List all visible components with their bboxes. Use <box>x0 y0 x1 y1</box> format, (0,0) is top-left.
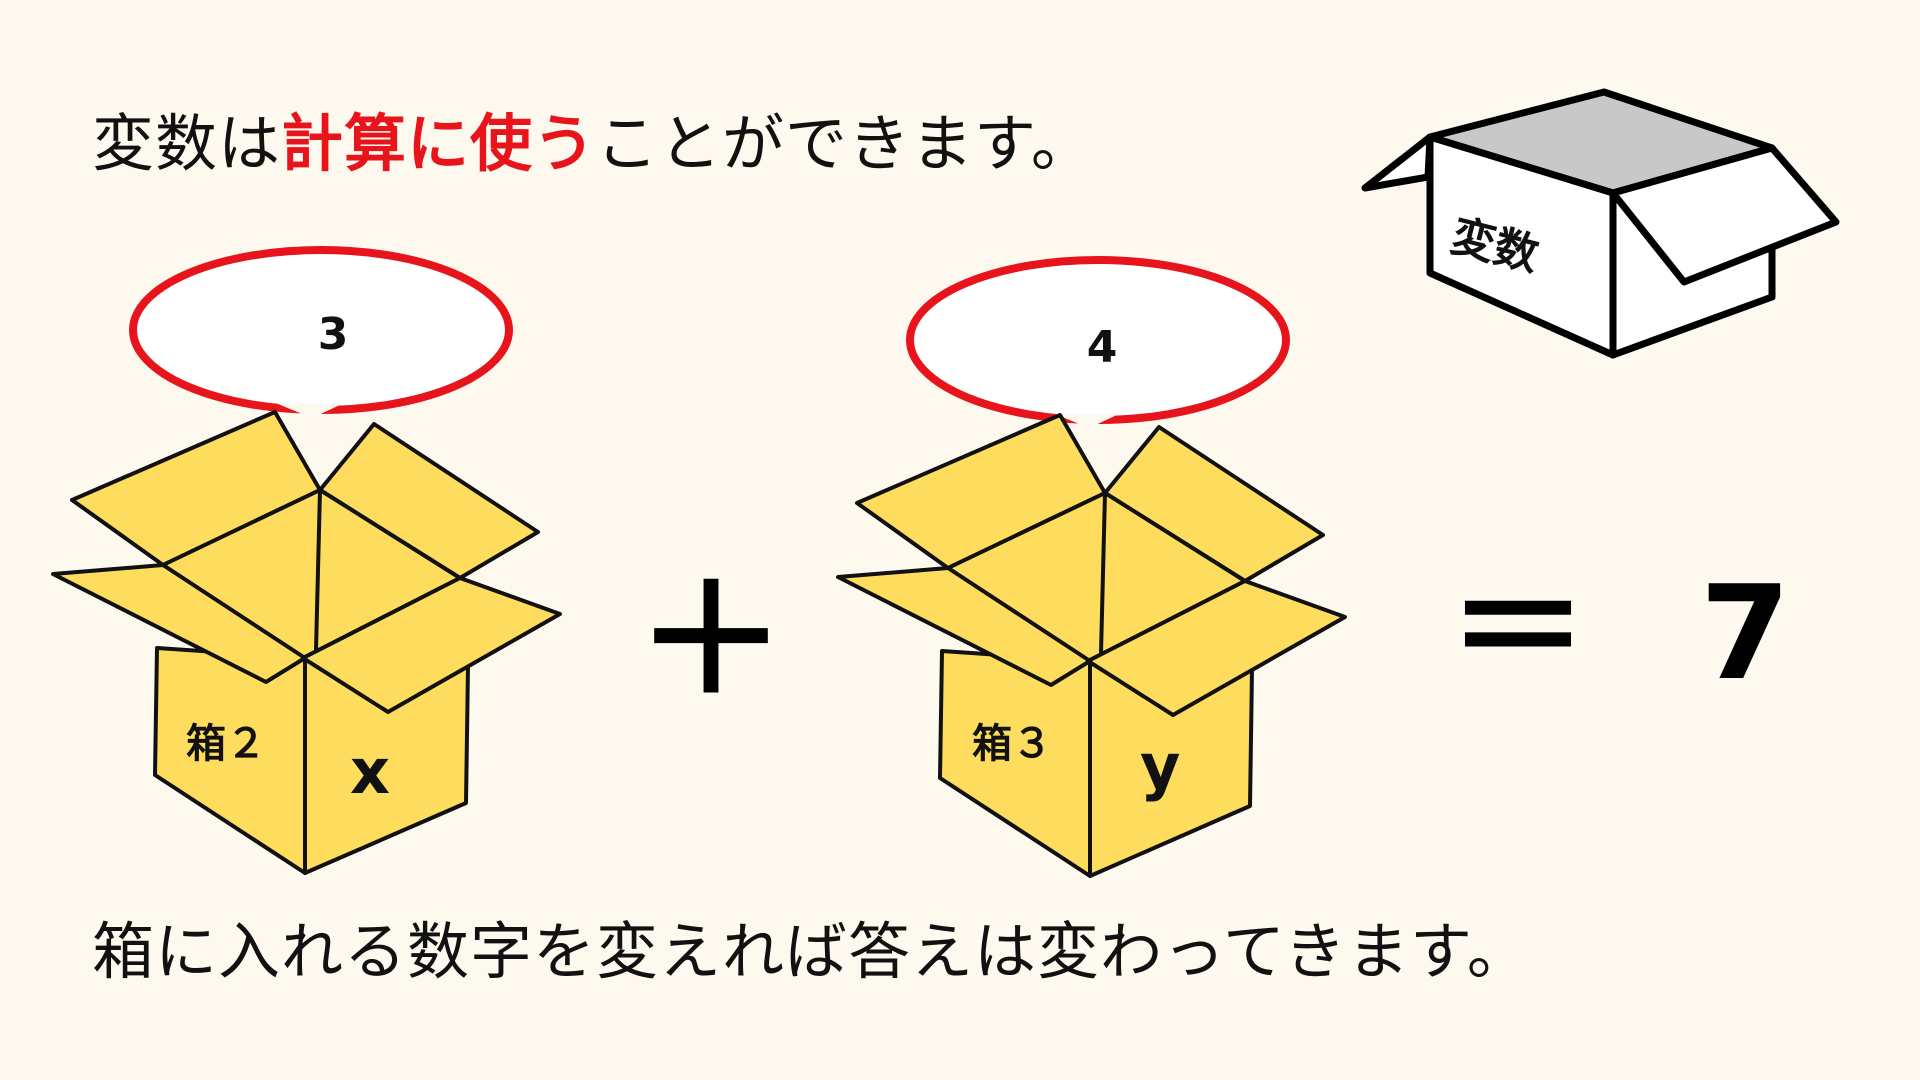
bubble-value-2: 4 <box>1087 322 1118 373</box>
footer-text: 箱に入れる数字を変えれば答えは変わってきます。 <box>92 915 1530 988</box>
variable-box-2: 4 箱３ y <box>836 256 1347 878</box>
box-var-1: x <box>350 735 390 808</box>
heading-prefix: 変数は <box>92 107 282 180</box>
heading-suffix: ことができます。 <box>596 107 1094 180</box>
heading-emphasis: 計算に使う <box>281 107 597 180</box>
cardboard-box-2-icon: 箱３ y <box>836 413 1347 878</box>
heading: 変数は計算に使うことができます。 <box>92 104 1094 184</box>
legend-box-right-flap <box>1609 144 1840 286</box>
value-bubble-2: 4 <box>906 256 1290 428</box>
variable-box-1: 3 箱２ x <box>51 246 562 875</box>
legend-box-left-flap <box>1361 133 1434 192</box>
bubble-value-1: 3 <box>318 309 349 360</box>
box-label-2: 箱３ <box>972 721 1052 767</box>
value-bubble-1: 3 <box>129 246 513 418</box>
box-var-2: y <box>1140 730 1180 803</box>
result-value: 7 <box>1700 557 1791 709</box>
cardboard-box-1-icon: 箱２ x <box>51 410 562 875</box>
plus-operator: ＋ <box>636 554 787 728</box>
legend-box-icon: 変数 <box>1361 88 1840 359</box>
box-label-1: 箱２ <box>186 721 266 767</box>
equals-operator: ＝ <box>1448 548 1589 711</box>
